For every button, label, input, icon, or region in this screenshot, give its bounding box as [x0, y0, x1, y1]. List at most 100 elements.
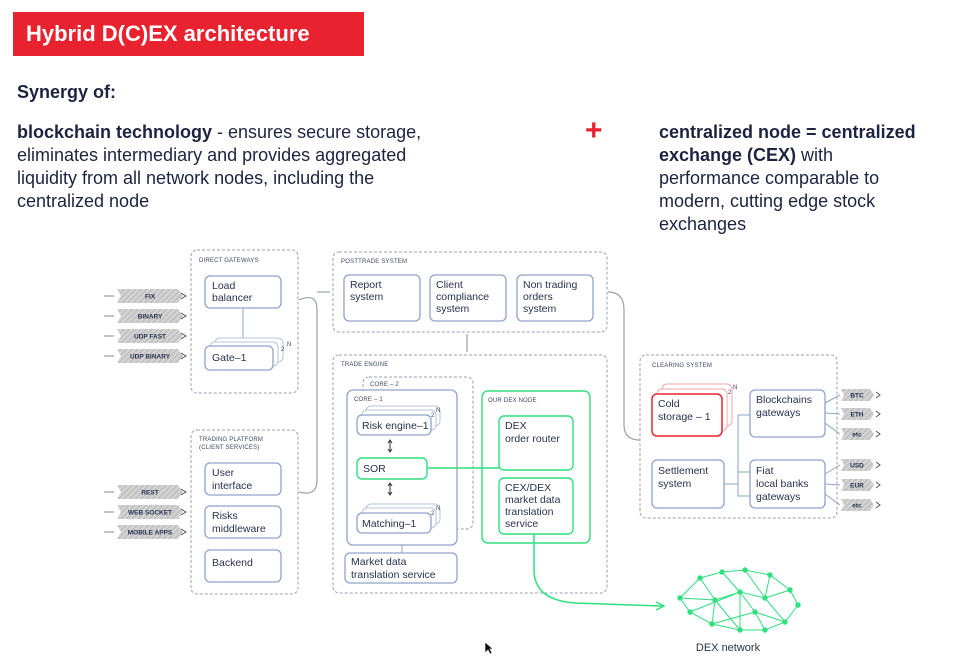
cex-dex-line-1: CEX/DEX	[505, 482, 551, 494]
client-compliance-line-1: Client	[436, 279, 463, 291]
input-rest-label: REST	[141, 490, 158, 497]
gate-2-label: 2	[281, 347, 285, 353]
non-trading-line-3: system	[523, 303, 557, 315]
dex-router-line-1: DEX	[505, 420, 527, 432]
output-etc-crypto-label: etc	[852, 432, 862, 439]
output-tag-btc: BTC	[824, 389, 881, 404]
dex-order-router-box	[498, 415, 574, 471]
mouse-cursor-icon	[484, 641, 494, 655]
blockchain-line-4: centralized node	[17, 191, 150, 211]
dex-network-label: DEX network	[696, 642, 761, 654]
report-system-box	[343, 274, 421, 322]
cex-dex-line-4: service	[505, 518, 538, 530]
risks-middleware-line-1: Risks	[212, 510, 238, 522]
non-trading-orders-box	[516, 274, 594, 322]
matching-label: Matching–1	[362, 518, 416, 530]
clearing-title: CLEARING SYSTEM	[652, 363, 712, 369]
dex-to-network-link	[533, 534, 663, 607]
report-system-line-1: Report	[350, 279, 382, 291]
input-fix-label: FIX	[145, 294, 156, 301]
dex-node-title: OUR DEX NODE	[488, 398, 537, 404]
dex-network-arrow-icon	[655, 601, 666, 611]
output-tag-eur: EUR	[824, 479, 881, 491]
dex-network-mesh	[677, 567, 801, 633]
output-etc-fiat-label: etc	[852, 503, 862, 510]
gateway-inputs: FIX BINARY UDP FAST UDP BINARY	[104, 289, 187, 363]
user-interface-box	[204, 462, 282, 496]
output-tag-etc-crypto: etc	[824, 422, 881, 440]
market-data-line-1: Market data	[351, 556, 407, 568]
cold-storage-box	[651, 393, 723, 437]
risk-engine-label: Risk engine–1	[362, 420, 429, 432]
output-btc-label: BTC	[850, 393, 864, 400]
matching-n-label: N	[436, 506, 441, 512]
posttrade-system-group: POSTTRADE SYSTEM Report system Client co…	[332, 251, 608, 333]
input-tag-web-socket: WEB SOCKET	[104, 505, 187, 519]
output-usd-label: USD	[850, 463, 864, 470]
clearing-system-group: CLEARING SYSTEM Cold storage – 1 N 2 Blo…	[639, 354, 838, 519]
cex-line-1: centralized node = centralized	[659, 122, 916, 142]
cold-2-label: 2	[728, 390, 732, 396]
gate-n-label: N	[287, 342, 292, 348]
market-data-line-2: translation service	[351, 569, 436, 581]
fiat-line-1: Fiat	[756, 465, 774, 477]
blockchain-line-2: eliminates intermediary and provides agg…	[17, 145, 407, 165]
cex-line-2: with	[796, 145, 834, 165]
blockchain-line-1: - ensures secure storage,	[212, 122, 422, 142]
dex-node-group: OUR DEX NODE DEX order router CEX/DEX ma…	[481, 390, 591, 544]
cex-dex-line-3: translation	[505, 506, 554, 518]
input-web-socket-label: WEB SOCKET	[128, 510, 172, 517]
blockchains-line-1: Blockchains	[756, 394, 812, 406]
user-interface-line-2: interface	[212, 480, 252, 492]
blockchains-line-2: gateways	[756, 407, 800, 419]
synergy-heading: Synergy of:	[17, 82, 117, 102]
trading-platform-group: TRADING PLATFORM (CLIENT SERVICES) User …	[190, 429, 299, 595]
risk-n-label: N	[436, 408, 441, 414]
fiat-line-3: gateways	[756, 491, 800, 503]
non-trading-line-2: orders	[523, 291, 553, 303]
trading-platform-title: TRADING PLATFORM	[199, 437, 263, 443]
fiat-outputs: USD EUR etc	[824, 459, 881, 511]
input-udp-fast-label: UDP FAST	[134, 334, 166, 341]
posttrade-title: POSTTRADE SYSTEM	[341, 259, 407, 265]
client-compliance-line-3: system	[436, 303, 470, 315]
non-trading-line-1: Non trading	[523, 279, 577, 291]
settlement-line-2: system	[658, 478, 692, 490]
dex-router-line-2: order router	[505, 433, 560, 445]
backend-box	[204, 549, 282, 583]
left-bracket	[298, 297, 318, 494]
cex-line-4: modern, cutting edge stock	[659, 191, 876, 211]
blockchain-term: blockchain technology	[17, 122, 213, 142]
risk-engine-box	[356, 414, 432, 436]
cex-description: centralized node = centralized exchange …	[659, 121, 916, 236]
cex-line-5: exchanges	[659, 214, 747, 234]
core-1-label: CORE – 1	[354, 397, 383, 403]
cex-line-3: performance comparable to	[659, 168, 880, 188]
client-compliance-box	[429, 274, 507, 322]
direct-gateways-group: DIRECT GATEWAYS Load balancer Gate–1 N 2	[190, 249, 299, 394]
blockchain-description: blockchain technology - ensures secure s…	[17, 121, 421, 213]
fiat-line-2: local banks	[756, 478, 809, 490]
cex-dex-translation-box	[498, 477, 574, 535]
settlement-line-1: Settlement	[658, 465, 708, 477]
trade-engine-group: TRADE ENGINE CORE – 2 CORE – 1 Risk engi…	[332, 354, 608, 594]
crypto-outputs: BTC ETH etc	[824, 389, 881, 440]
output-eth-label: ETH	[851, 412, 864, 419]
load-balancer-line-1: Load	[212, 280, 236, 292]
client-compliance-line-2: compliance	[436, 291, 489, 303]
trading-platform-subtitle: (CLIENT SERVICES)	[199, 445, 260, 451]
slide-title: Hybrid D(C)EX architecture	[26, 21, 310, 46]
plus-icon: +	[585, 114, 603, 147]
backend-label: Backend	[212, 557, 253, 569]
direct-gateways-title: DIRECT GATEWAYS	[199, 258, 259, 264]
cold-storage-line-1: Cold	[658, 398, 680, 410]
input-tag-udp-binary: UDP BINARY	[104, 349, 187, 363]
client-inputs: REST WEB SOCKET MOBILE APPS	[104, 485, 187, 539]
cold-n-label: N	[733, 385, 738, 391]
risks-middleware-box	[204, 505, 282, 539]
output-eur-label: EUR	[850, 483, 864, 490]
output-tag-eth: ETH	[824, 408, 881, 420]
sor-label: SOR	[363, 463, 386, 475]
core-2-label: CORE – 2	[370, 382, 399, 388]
